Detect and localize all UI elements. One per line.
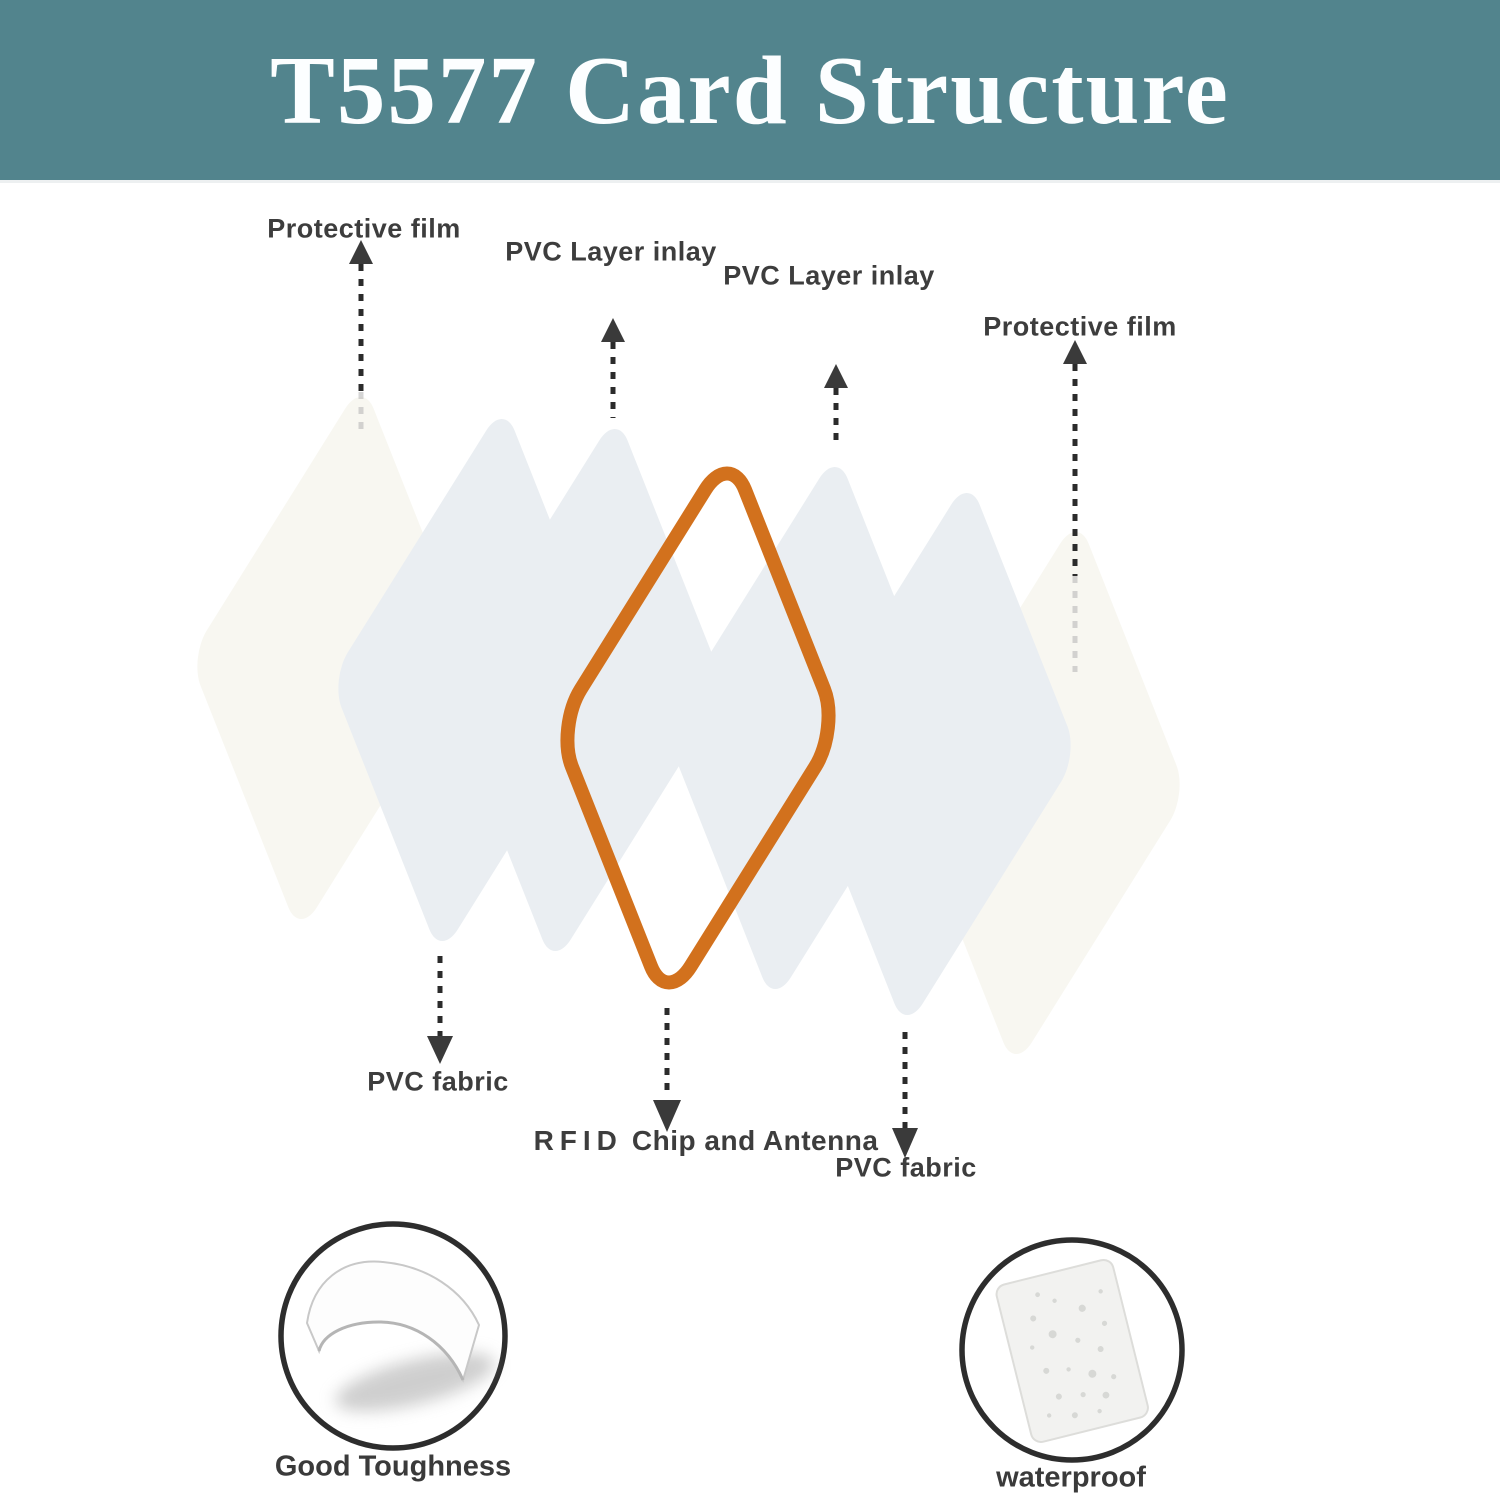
caption-waterproof: waterproof <box>996 1461 1146 1494</box>
label-protective-film-left: Protective film <box>267 213 461 244</box>
label-pvc-fabric-left: PVC fabric <box>367 1066 509 1097</box>
layer-pvc-fabric-right <box>803 493 1071 1015</box>
label-pvc-layer-inlay-1: PVC Layer inlay <box>505 236 717 267</box>
label-pvc-fabric-right: PVC fabric <box>835 1152 977 1183</box>
arrow-up-icon <box>1063 340 1087 672</box>
bent-card-icon <box>305 1260 495 1412</box>
water-droplets-card-icon <box>995 1258 1149 1443</box>
label-rfid-prefix: RFID <box>533 1125 623 1156</box>
arrow-up-icon <box>349 240 373 430</box>
label-protective-film-right: Protective film <box>983 311 1177 342</box>
arrow-down-icon <box>892 1032 918 1158</box>
label-rfid-chip-and-antenna: RFID Chip and Antenna <box>534 1125 879 1157</box>
label-pvc-layer-inlay-2: PVC Layer inlay <box>723 260 935 291</box>
toughness-badge <box>278 1221 508 1451</box>
arrow-up-icon <box>601 318 625 418</box>
caption-good-toughness: Good Toughness <box>274 1450 512 1483</box>
label-rfid-rest: Chip and Antenna <box>631 1125 879 1156</box>
arrow-down-icon <box>427 956 453 1064</box>
header-banner: T5577 Card Structure <box>0 0 1500 183</box>
arrow-up-icon <box>824 364 848 448</box>
layer-rfid-antenna-outline <box>557 451 840 1005</box>
callout-arrows <box>349 240 1087 1158</box>
layer-protective-film-left <box>197 397 465 919</box>
waterproof-badge <box>959 1237 1185 1463</box>
arrow-down-icon <box>653 1008 681 1132</box>
layer-pvc-inlay-right <box>671 467 939 989</box>
page-title: T5577 Card Structure <box>270 36 1230 144</box>
card-layers <box>197 397 1180 1054</box>
